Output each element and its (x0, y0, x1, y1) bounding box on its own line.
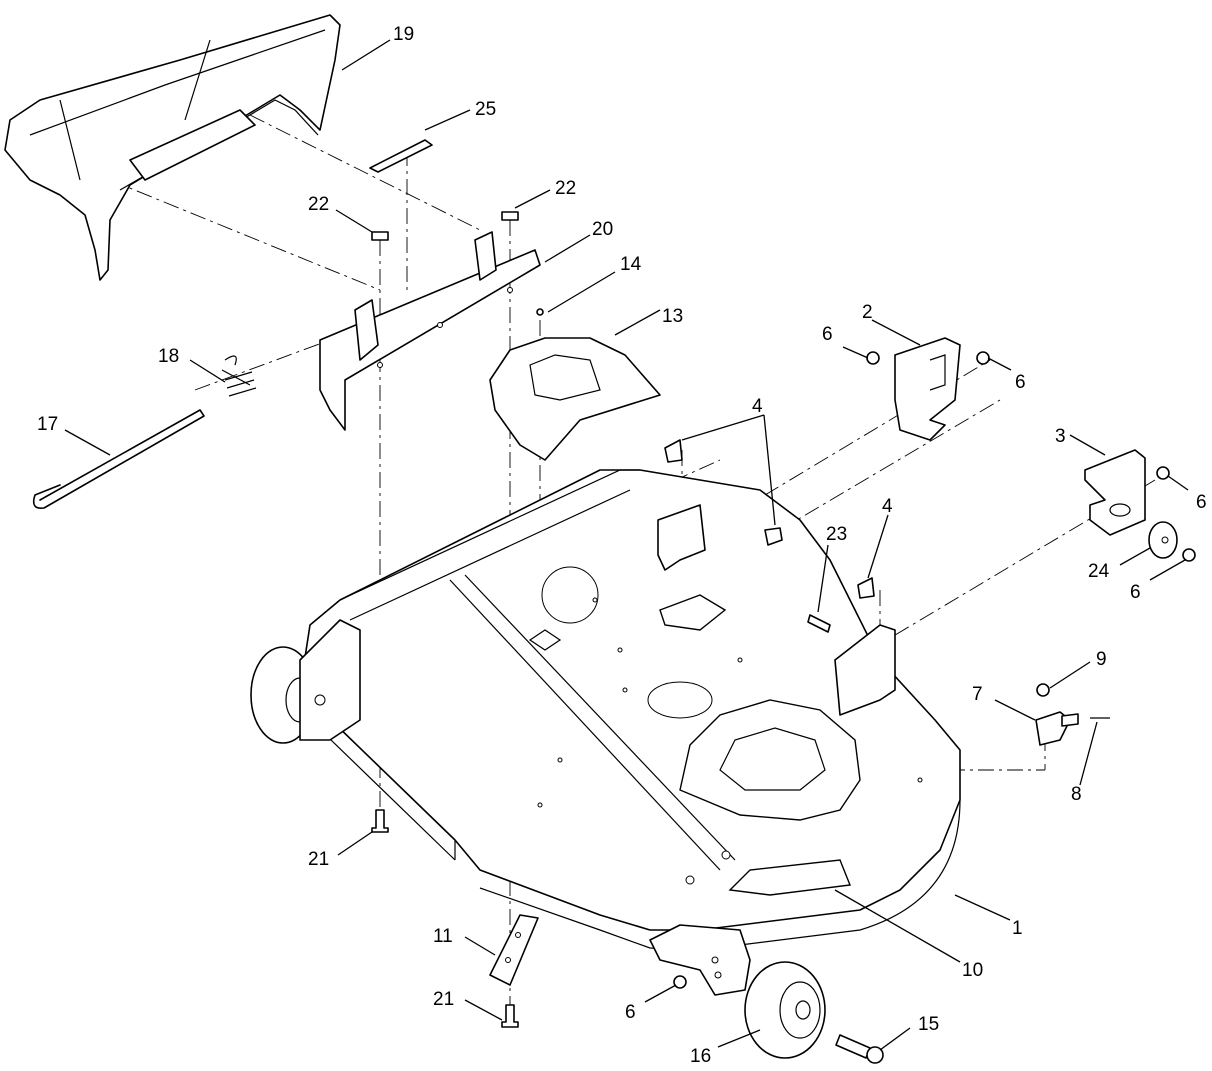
callout-7: 7 (972, 684, 983, 705)
callout-6-roller: 6 (1130, 582, 1141, 603)
mount-brackets (657, 504, 896, 716)
belt-cover-part-13 (489, 337, 661, 461)
spring-part-18 (221, 355, 257, 397)
screw-part-9 (1036, 683, 1050, 697)
callout-3: 3 (1055, 426, 1066, 447)
callout-labels: 1 2 3 4 4 6 6 6 6 6 7 8 9 10 11 13 14 15… (37, 24, 1207, 1067)
callout-21-upper: 21 (308, 849, 329, 870)
callout-25: 25 (475, 99, 496, 120)
callout-8: 8 (1071, 784, 1082, 805)
callout-6-wheel: 6 (625, 1002, 636, 1023)
callout-22-left: 22 (308, 194, 329, 215)
callout-4-lower: 4 (882, 496, 893, 517)
callout-14: 14 (620, 254, 642, 275)
deflector-bracket-part-20 (319, 231, 541, 431)
callout-9: 9 (1096, 649, 1107, 670)
callout-16: 16 (690, 1046, 711, 1067)
callout-20: 20 (592, 219, 613, 240)
callout-4-upper: 4 (752, 396, 763, 417)
callout-17: 17 (37, 414, 58, 435)
bolts-part-21 (371, 809, 519, 1028)
nuts-part-22 (371, 211, 519, 241)
callout-24: 24 (1088, 561, 1110, 582)
deck-roller-wheel-left (250, 619, 361, 744)
callout-1: 1 (1012, 918, 1023, 939)
callout-23: 23 (826, 524, 847, 545)
mower-deck (299, 469, 961, 951)
callout-18: 18 (158, 346, 179, 367)
callout-19: 19 (393, 24, 414, 45)
callout-2: 2 (862, 302, 873, 323)
callout-6-bracket2-left: 6 (822, 324, 833, 345)
discharge-deflector (4, 14, 341, 281)
roller-part-24 (1148, 521, 1178, 559)
callout-13: 13 (662, 306, 683, 327)
fitting-part-7 (1035, 711, 1079, 746)
callout-15: 15 (918, 1014, 939, 1035)
rod-part-17 (32, 409, 205, 510)
callout-6-bracket3: 6 (1196, 492, 1207, 513)
callout-11: 11 (433, 926, 453, 947)
bracket-part-2 (894, 337, 961, 441)
callout-6-bracket2-right: 6 (1015, 372, 1026, 393)
callout-10: 10 (962, 960, 983, 981)
bolt-part-14 (536, 308, 544, 316)
bracket-part-11 (489, 914, 539, 986)
bolt-part-15 (835, 1034, 884, 1064)
pins-part-4 (664, 439, 875, 599)
caster-wheel (649, 924, 826, 1059)
callout-21-lower: 21 (433, 989, 454, 1010)
bracket-part-3 (1084, 449, 1146, 536)
pin-part-23 (807, 614, 831, 633)
leader-lines (64, 39, 1189, 1051)
callout-22-right: 22 (555, 178, 576, 199)
decal-part-25 (369, 139, 433, 173)
washers-part-6 (673, 351, 1196, 989)
